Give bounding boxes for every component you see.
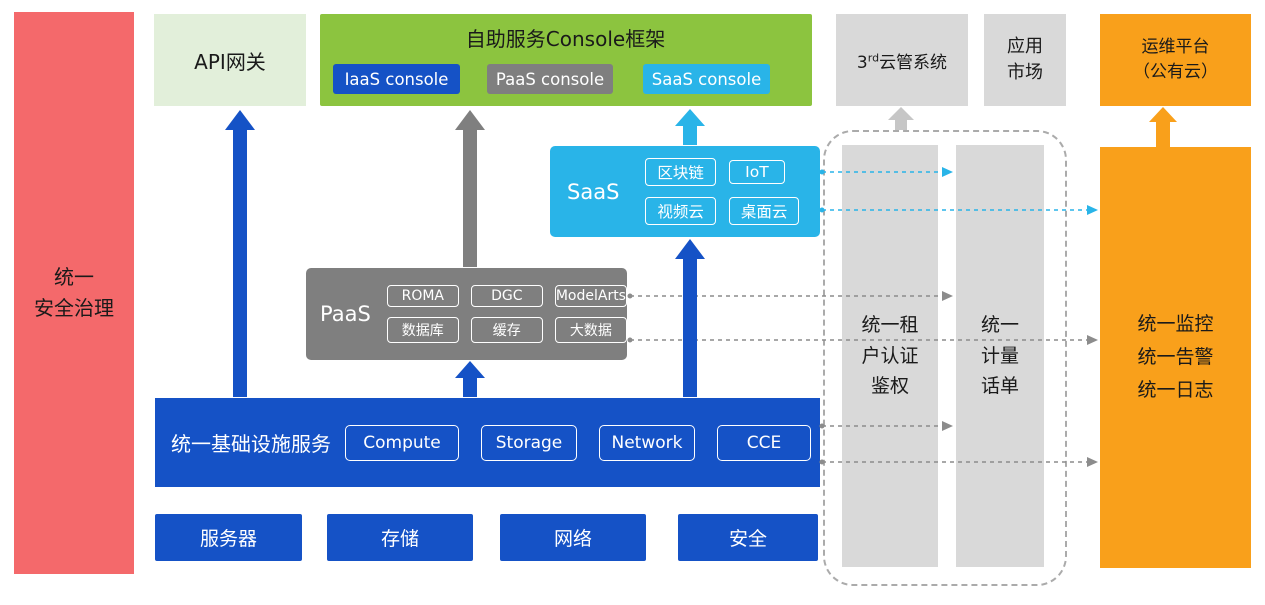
saas-services-grid: 区块链 IoT 视频云 桌面云 [645, 158, 800, 225]
third-party-cloud-mgmt-label: 3rd云管系统 [857, 48, 947, 73]
connector-dot [627, 337, 633, 343]
hardware-server-label: 服务器 [199, 528, 257, 550]
hardware-box-security: 安全 [678, 514, 818, 561]
saas-chip-blockchain: 区块链 [645, 158, 716, 186]
paas-chip-dgc: DGC [470, 285, 543, 307]
hardware-storage-label: 存储 [380, 528, 419, 550]
monitoring-bar-label: 统一监控 统一告警 统一日志 [1137, 312, 1214, 402]
metering-column-label: 统一 计量 话单 [980, 314, 1019, 398]
tenant-services-dashed-container [823, 130, 1067, 586]
hardware-security-label: 安全 [728, 528, 767, 550]
security-governance-label: 统一 安全治理 [34, 265, 114, 320]
paas-chip-cache: 缓存 [470, 317, 543, 343]
monitoring-bar: 统一监控 统一告警 统一日志 [1100, 147, 1251, 568]
third-party-prefix: 3 [856, 52, 868, 73]
connector-dot [627, 293, 633, 299]
saas-chip-desktop-cloud: 桌面云 [728, 197, 800, 225]
hardware-box-storage: 存储 [327, 514, 473, 561]
console-framework-box: 自助服务Console框架 IaaS console PaaS console … [320, 14, 812, 106]
arrow-iaas-to-api-gateway [225, 110, 255, 397]
third-party-cloud-mgmt-box: 3rd云管系统 [836, 14, 968, 106]
arrow-monitoring-to-ops-platform [1149, 107, 1177, 147]
iaas-infrastructure-label: 统一基础设施服务 [171, 432, 331, 456]
arrow-iaas-to-paas [455, 361, 485, 397]
iaas-chip-compute: Compute [345, 424, 459, 461]
paas-console-chip: PaaS console [487, 64, 613, 94]
ops-platform-box: 运维平台 （公有云） [1100, 14, 1251, 106]
paas-chip-modelarts: ModelArts [554, 285, 627, 307]
auth-column-label: 统一租 户认证 鉴权 [861, 314, 919, 398]
iaas-services-row: Compute Storage Network CCE [345, 424, 811, 461]
security-governance-bar: 统一 安全治理 [14, 12, 134, 574]
paas-layer-label: PaaS [320, 302, 371, 326]
iaas-infrastructure-bar: 统一基础设施服务 Compute Storage Network CCE [155, 398, 820, 487]
paas-services-grid: ROMA DGC ModelArts 数据库 缓存 大数据 [386, 285, 627, 343]
app-market-label: 应用 市场 [1007, 35, 1043, 83]
third-party-suffix: 云管系统 [879, 52, 948, 73]
console-framework-title: 自助服务Console框架 [465, 27, 666, 51]
third-party-superscript: rd [867, 50, 880, 64]
saas-chip-iot: IoT [728, 160, 785, 184]
saas-layer-label: SaaS [567, 179, 620, 204]
hardware-box-network: 网络 [500, 514, 646, 561]
api-gateway-label: API网关 [194, 49, 266, 74]
paas-chip-bigdata: 大数据 [554, 317, 627, 343]
saas-layer-box: SaaS 区块链 IoT 视频云 桌面云 [550, 146, 820, 237]
connector-arrowhead [1087, 205, 1098, 215]
iaas-chip-cce: CCE [717, 424, 811, 461]
arrow-paas-to-console [455, 110, 485, 267]
arrow-iaas-to-saas [675, 239, 705, 397]
iaas-console-chip: IaaS console [333, 64, 460, 94]
console-chips-row: IaaS console PaaS console SaaS console [333, 64, 798, 94]
arrow-saas-to-console [675, 109, 705, 145]
connector-arrowhead [1087, 457, 1098, 467]
saas-console-chip: SaaS console [643, 64, 770, 94]
hardware-box-server: 服务器 [155, 514, 302, 561]
iaas-chip-storage: Storage [481, 424, 577, 461]
app-market-box: 应用 市场 [984, 14, 1066, 106]
api-gateway-box: API网关 [154, 14, 306, 106]
arrow-to-third-party-cloud [888, 107, 914, 130]
iaas-chip-network: Network [599, 424, 695, 461]
paas-chip-roma: ROMA [386, 285, 459, 307]
hardware-network-label: 网络 [553, 528, 592, 550]
paas-layer-box: PaaS ROMA DGC ModelArts 数据库 缓存 大数据 [306, 268, 627, 360]
auth-column: 统一租 户认证 鉴权 [842, 145, 938, 567]
ops-platform-label: 运维平台 （公有云） [1133, 36, 1218, 83]
metering-column: 统一 计量 话单 [956, 145, 1044, 567]
saas-chip-video-cloud: 视频云 [645, 197, 716, 225]
paas-chip-database: 数据库 [386, 317, 459, 343]
connector-arrowhead [1087, 335, 1098, 345]
